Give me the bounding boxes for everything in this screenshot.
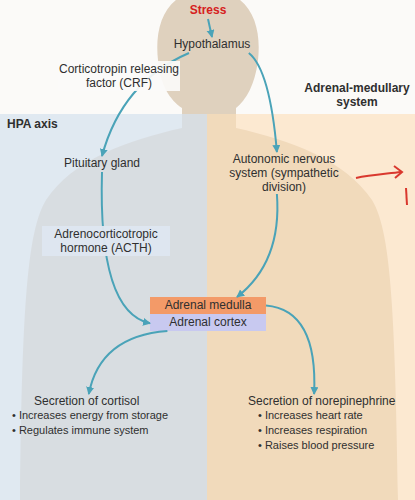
node-text: Adrenal medulla	[150, 297, 266, 314]
node-text: Secretion of norepinephrine	[234, 394, 412, 408]
stress-trigger: Stress	[178, 3, 238, 19]
adrenal-part-box: Adrenal medulla	[150, 297, 266, 314]
edge-label: Adrenocorticotropic hormone (ACTH)	[42, 226, 170, 256]
flow-arrow	[208, 19, 212, 37]
node-text: Pituitary gland	[52, 156, 152, 170]
node-text: Autonomic nervous system (sympathetic di…	[213, 152, 355, 194]
bullet-text: • Regulates immune system	[12, 423, 204, 438]
adrenal-part-box: Adrenal cortex	[150, 314, 266, 331]
effect-list: Secretion of cortisol• Increases energy …	[12, 394, 204, 444]
node-text: Adrenal cortex	[150, 314, 266, 331]
effect-list: Secretion of norepinephrine• Increases h…	[234, 394, 412, 460]
nervous-system-label: Autonomic nervous system (sympathetic di…	[213, 152, 355, 194]
bullet-text: • Increases heart rate	[234, 408, 412, 423]
bullet-text: • Raises blood pressure	[234, 438, 412, 453]
node-text: HPA axis	[7, 117, 58, 131]
handwritten-mark	[406, 188, 407, 205]
node-text: Secretion of cortisol	[12, 394, 204, 408]
brain-region: Hypothalamus	[166, 37, 258, 53]
edge-label: Corticotropin releasing factor (CRF)	[58, 61, 180, 91]
node-text: Stress	[178, 3, 238, 17]
bullet-text: • Increases energy from storage	[12, 408, 204, 423]
bullet-text: • Increases respiration	[234, 423, 412, 438]
node-text: Adrenal-medullary system	[301, 81, 413, 109]
gland-label: Pituitary gland	[52, 156, 152, 172]
node-text: Hypothalamus	[166, 37, 258, 51]
